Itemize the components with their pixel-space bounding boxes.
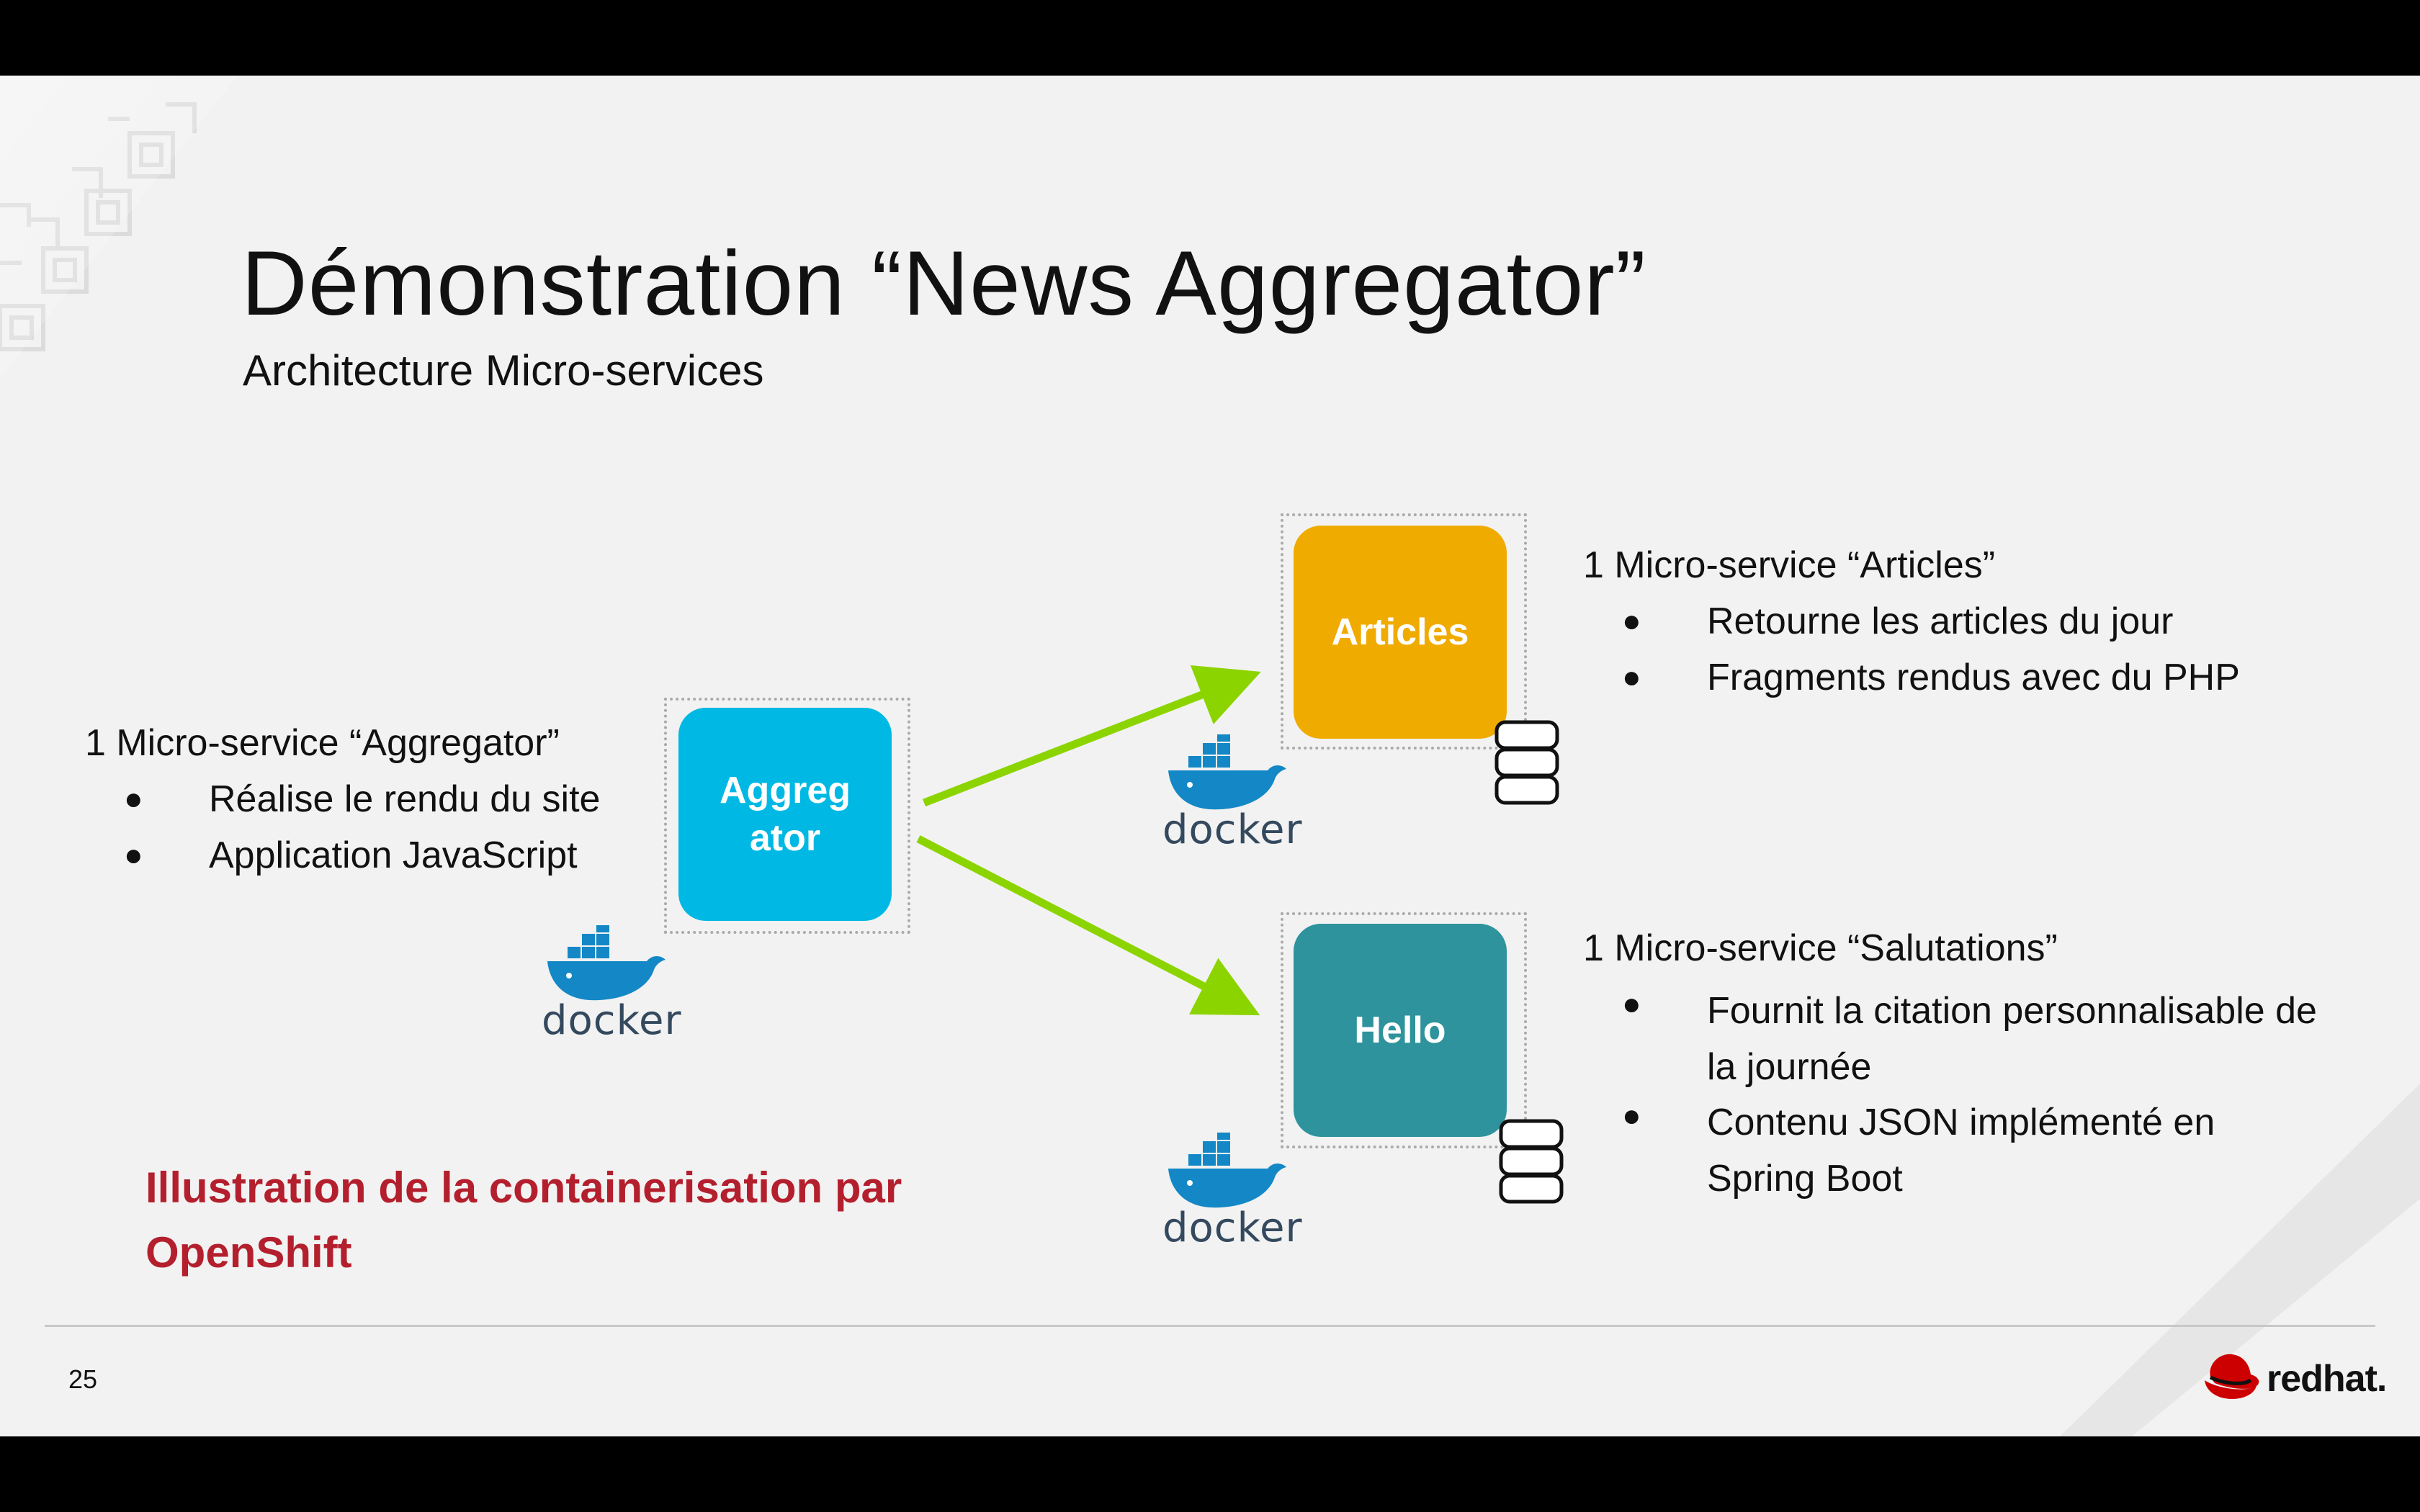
containerisation-highlight: Illustration de la containerisation par … bbox=[145, 1164, 902, 1277]
bullet-dot: ● bbox=[1622, 1098, 1641, 1133]
flow-arrows bbox=[916, 665, 1261, 1016]
bullet-dot: ● bbox=[124, 781, 143, 816]
docker-wordmark: docker bbox=[1162, 1205, 1303, 1251]
articles-heading: 1 Micro-service “Articles” bbox=[1583, 544, 1996, 586]
docker-logo-articles: docker bbox=[1160, 730, 1304, 864]
slide-subtitle: Architecture Micro-services bbox=[243, 346, 764, 395]
arrow-to-articles bbox=[923, 665, 1261, 807]
docker-whale-icon bbox=[1168, 1128, 1286, 1208]
slide-title: Démonstration “News Aggregator” bbox=[241, 232, 1646, 334]
articles-bullet-2: Fragments rendus avec du PHP bbox=[1707, 657, 2240, 698]
hello-box-label: Hello bbox=[1354, 1009, 1446, 1051]
hello-database-icon bbox=[1499, 1119, 1564, 1204]
docker-wordmark: docker bbox=[542, 997, 682, 1044]
aggregator-bullet-2: Application JavaScript bbox=[209, 834, 578, 876]
redhat-shadowman-icon bbox=[2205, 1354, 2259, 1399]
bullet-dot: ● bbox=[124, 837, 143, 873]
docker-whale-icon bbox=[547, 921, 666, 1001]
aggregator-box-label: Aggreg ator bbox=[720, 770, 851, 859]
diagonal-stripe-decoration bbox=[2060, 1084, 2420, 1436]
bullet-dot: ● bbox=[1622, 603, 1641, 639]
salutations-bullet-2: Contenu JSON implémenté en Spring Boot bbox=[1707, 1102, 2215, 1200]
docker-whale-icon bbox=[1168, 730, 1286, 810]
bullet-dot: ● bbox=[1622, 660, 1641, 695]
salutations-heading: 1 Micro-service “Salutations” bbox=[1583, 927, 2058, 969]
aggregator-heading: 1 Micro-service “Aggregator” bbox=[85, 722, 560, 764]
docker-logo-hello: docker bbox=[1160, 1128, 1304, 1262]
redhat-wordmark: redhat. bbox=[2267, 1358, 2387, 1400]
corner-pattern-decoration bbox=[0, 76, 238, 378]
redhat-logo: redhat. bbox=[2200, 1349, 2388, 1413]
salutations-bullet-1: Fournit la citation personnalisable de l… bbox=[1707, 990, 2317, 1088]
aggregator-container-outline bbox=[664, 698, 910, 934]
articles-database-icon bbox=[1494, 720, 1559, 805]
slide: Démonstration “News Aggregator” Architec… bbox=[0, 76, 2420, 1436]
docker-logo-aggregator: docker bbox=[539, 921, 683, 1055]
articles-service-box: Articles bbox=[1294, 526, 1507, 739]
aggregator-bullet-1: Réalise le rendu du site bbox=[209, 778, 601, 820]
articles-bullet-1: Retourne les articles du jour bbox=[1707, 600, 2174, 642]
hello-service-box: Hello bbox=[1294, 924, 1507, 1137]
articles-box-label: Articles bbox=[1331, 611, 1469, 653]
bullet-dot: ● bbox=[1622, 986, 1641, 1022]
docker-wordmark: docker bbox=[1162, 806, 1303, 853]
arrow-to-hello bbox=[916, 835, 1260, 1016]
aggregator-service-box: Aggreg ator bbox=[678, 708, 892, 921]
page-number: 25 bbox=[68, 1364, 98, 1394]
footer-divider bbox=[45, 1325, 2375, 1327]
hello-container-outline bbox=[1281, 912, 1527, 1148]
articles-container-outline bbox=[1281, 513, 1527, 750]
